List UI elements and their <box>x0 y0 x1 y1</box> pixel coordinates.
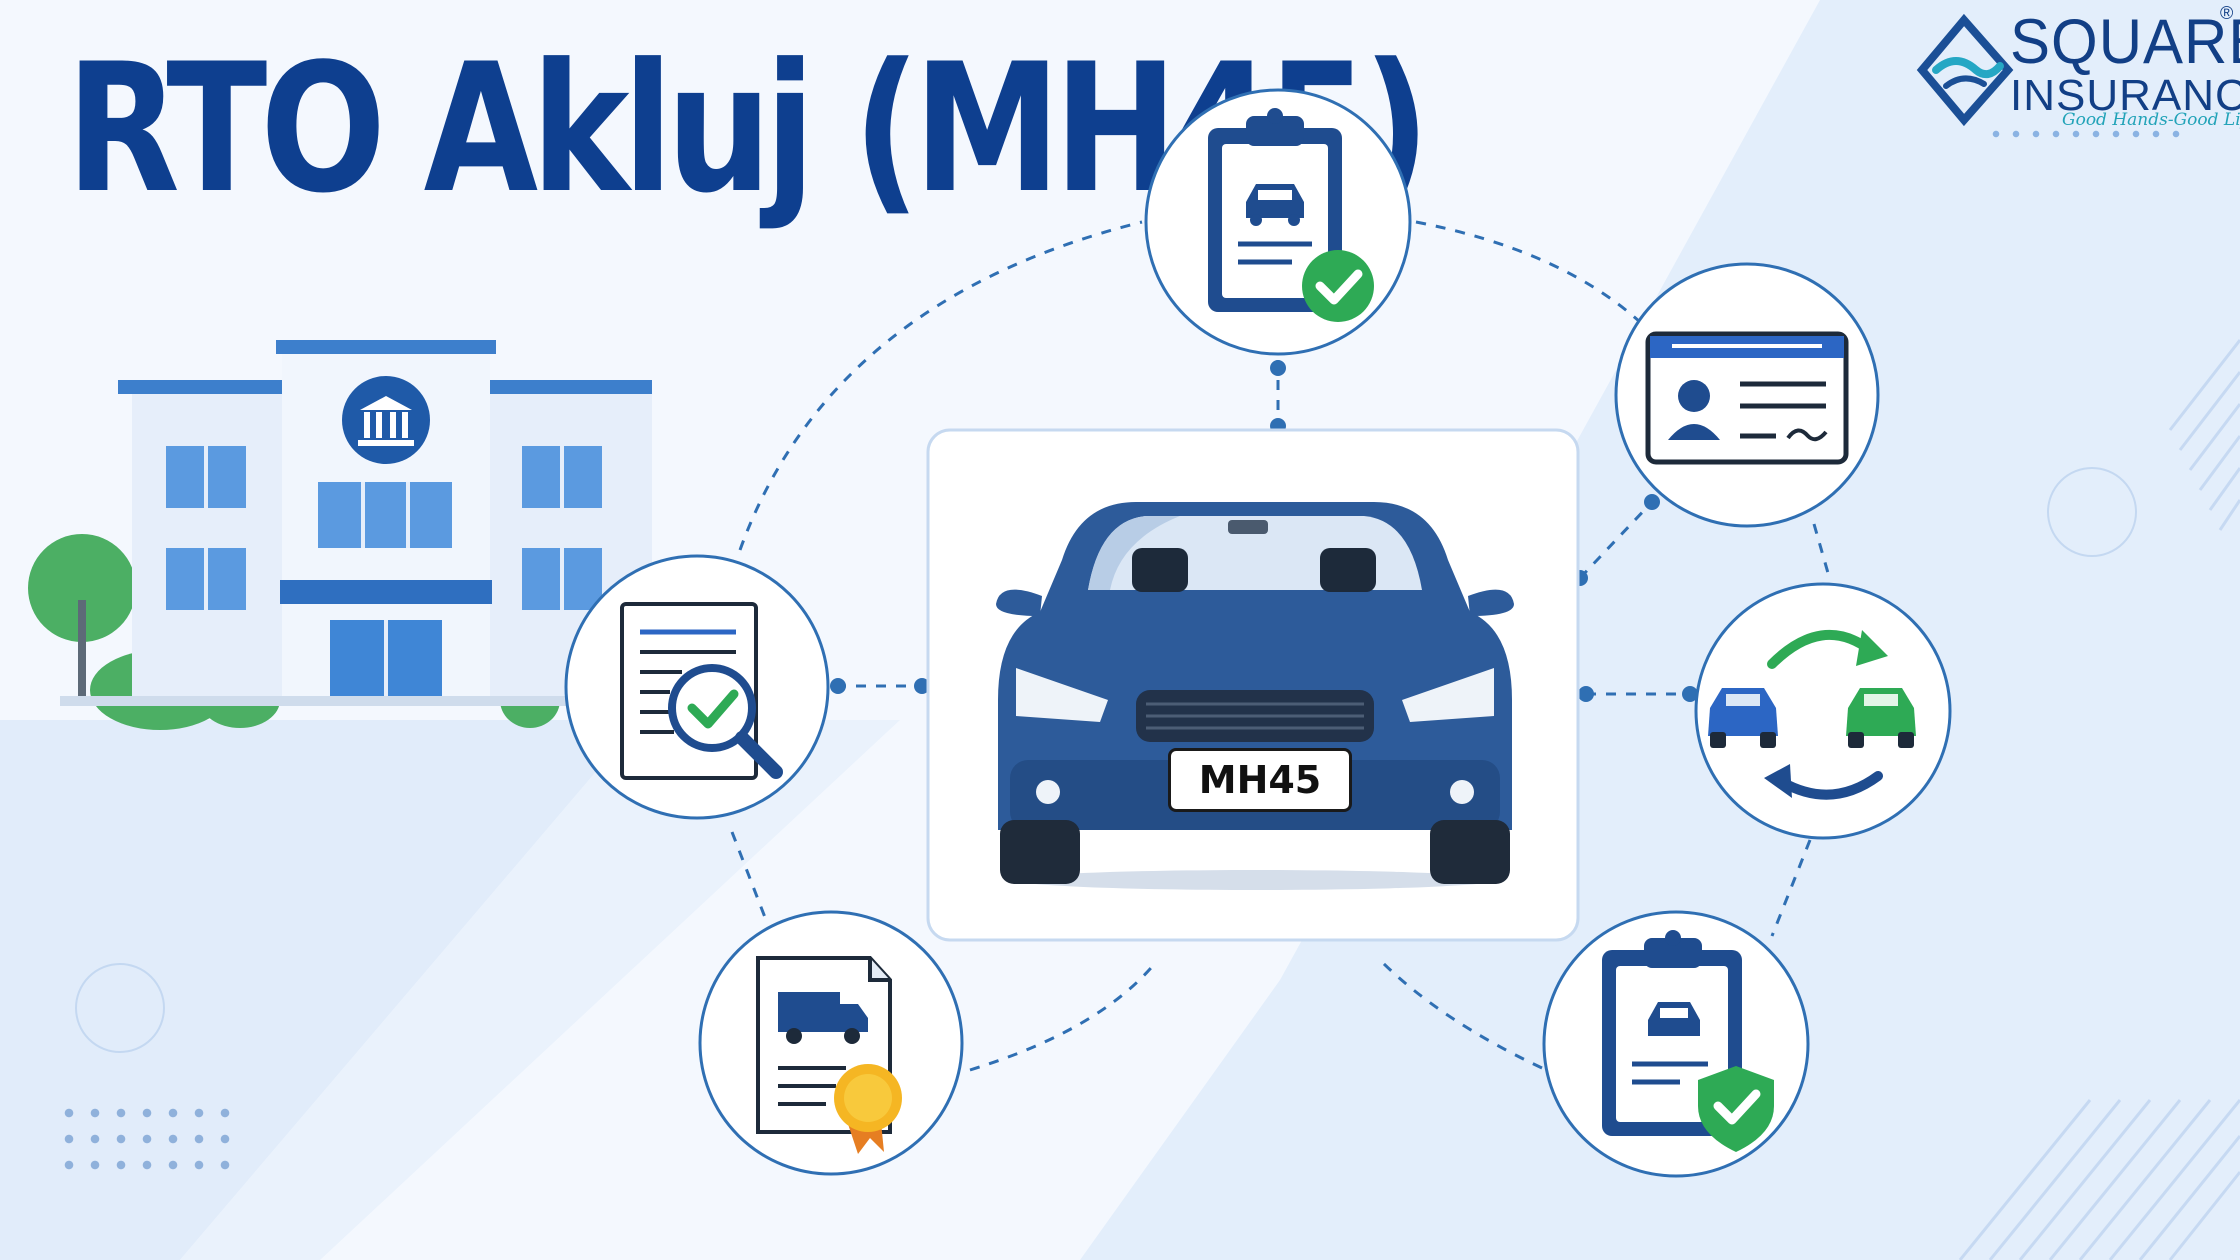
tree-icon <box>28 534 136 642</box>
decorative-dot-grid <box>56 1100 232 1184</box>
commercial-vehicle-permit-icon[interactable] <box>696 908 966 1178</box>
magnifier-icon <box>668 664 783 779</box>
car-card <box>926 428 1580 942</box>
brand-name-line1: SQUARE <box>2010 6 2240 77</box>
rto-building <box>28 340 652 730</box>
decorative-ring <box>75 963 165 1053</box>
logo-dots <box>1986 128 2186 140</box>
square-insurance-logo-icon <box>1916 13 2014 127</box>
insurance-protection-icon[interactable] <box>1540 908 1812 1180</box>
brand-name-line2: INSURANCE <box>2010 71 2240 120</box>
brand-logo[interactable]: SQUARE ® INSURANCE Good Hands-Good Life <box>1916 3 2240 144</box>
driving-licence-card-icon[interactable] <box>1612 260 1882 530</box>
registered-mark: ® <box>2220 3 2234 23</box>
license-plate: MH45 <box>1168 748 1352 812</box>
document-verification-icon[interactable] <box>562 552 832 822</box>
car-green-icon <box>1846 688 1916 748</box>
vehicle-registration-approved-icon[interactable] <box>1142 86 1414 358</box>
brand-tagline: Good Hands-Good Life <box>2062 110 2240 130</box>
hatch-pattern-right <box>2168 339 2240 531</box>
car-blue-icon <box>1708 688 1778 748</box>
decorative-ring <box>2047 467 2137 557</box>
hatch-pattern-bottom-right <box>1958 1099 2240 1260</box>
ownership-transfer-icon[interactable] <box>1692 580 1954 842</box>
truck-icon <box>778 992 868 1044</box>
award-badge-icon <box>834 1064 902 1154</box>
dashed-connectors <box>730 220 1832 1072</box>
government-emblem-icon <box>342 376 430 464</box>
